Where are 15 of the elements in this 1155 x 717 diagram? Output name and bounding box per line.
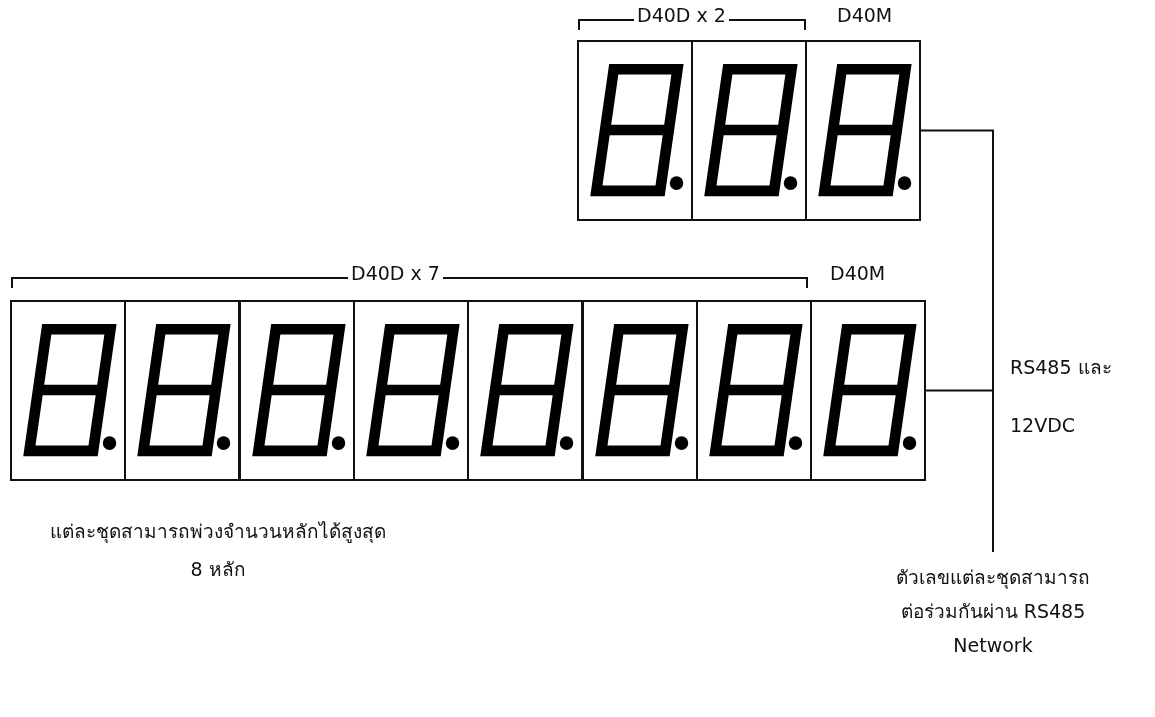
caption-text: ตัวเลขแต่ละชุดสามารถต่อร่วมกันผ่าน RS485 Network: [890, 560, 1096, 662]
connector-line: [925, 389, 994, 553]
display-module: [352, 300, 469, 481]
display-module: [577, 40, 693, 221]
display-module: [810, 300, 927, 481]
display-module: [695, 300, 812, 481]
display-module: [10, 300, 126, 481]
capacity-note: แต่ละชุดสามารถพ่วงจำนวนหลักได้สูงสุด 8 หลัก: [49, 519, 387, 582]
display-module: [124, 300, 241, 481]
connection-note: RS485 และ 12VDC: [1009, 355, 1113, 438]
display-module: [691, 40, 807, 221]
display-module: [581, 300, 698, 481]
display-module: [238, 300, 355, 481]
display-module: [467, 300, 584, 481]
display-module: [805, 40, 921, 221]
